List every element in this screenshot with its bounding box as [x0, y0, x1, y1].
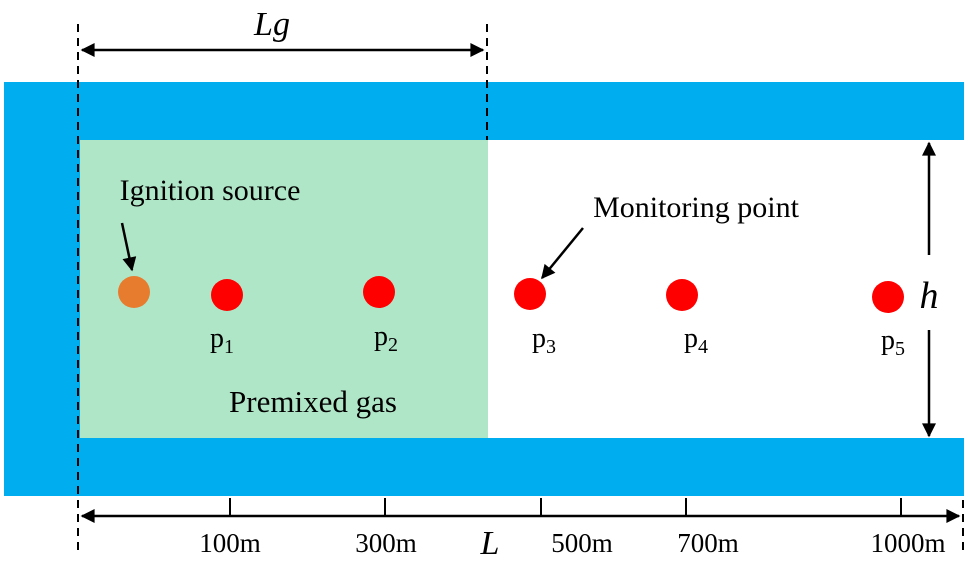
point-label-p5: p5 — [881, 325, 905, 360]
point-label-p2: p2 — [374, 321, 398, 356]
tick-label-700m: 700m — [677, 528, 739, 558]
tick-label-100m: 100m — [199, 528, 261, 558]
monitoring-point-p3 — [514, 278, 546, 310]
monitoring-point-p1 — [211, 279, 243, 311]
ignition-source-label: Ignition source — [120, 174, 301, 207]
tick-label-500m: 500m — [551, 528, 613, 558]
tick-label-1000m: 1000m — [870, 528, 945, 558]
tick-label-300m: 300m — [355, 528, 417, 558]
lg-label: Lg — [253, 6, 290, 43]
tick-marks — [229, 498, 902, 516]
point-label-p1: p1 — [210, 323, 234, 358]
ignition-source-marker — [118, 276, 150, 308]
l-label: L — [480, 525, 500, 561]
point-label-p3: p3 — [532, 323, 556, 358]
top-wall — [4, 82, 964, 140]
monitoring-point-p5 — [872, 281, 904, 313]
monitoring-point-p2 — [363, 276, 395, 308]
ignition-pointer-arrow — [120, 222, 137, 272]
point-label-p4: p4 — [684, 323, 708, 358]
closed-end-wall — [4, 82, 80, 496]
monitoring-point-label: Monitoring point — [593, 191, 800, 224]
bottom-wall — [4, 438, 964, 496]
monitoring-pointer-arrow — [541, 227, 584, 280]
monitoring-point-p4 — [666, 279, 698, 311]
h-label: h — [920, 275, 939, 317]
premixed-gas-label: Premixed gas — [229, 384, 397, 419]
